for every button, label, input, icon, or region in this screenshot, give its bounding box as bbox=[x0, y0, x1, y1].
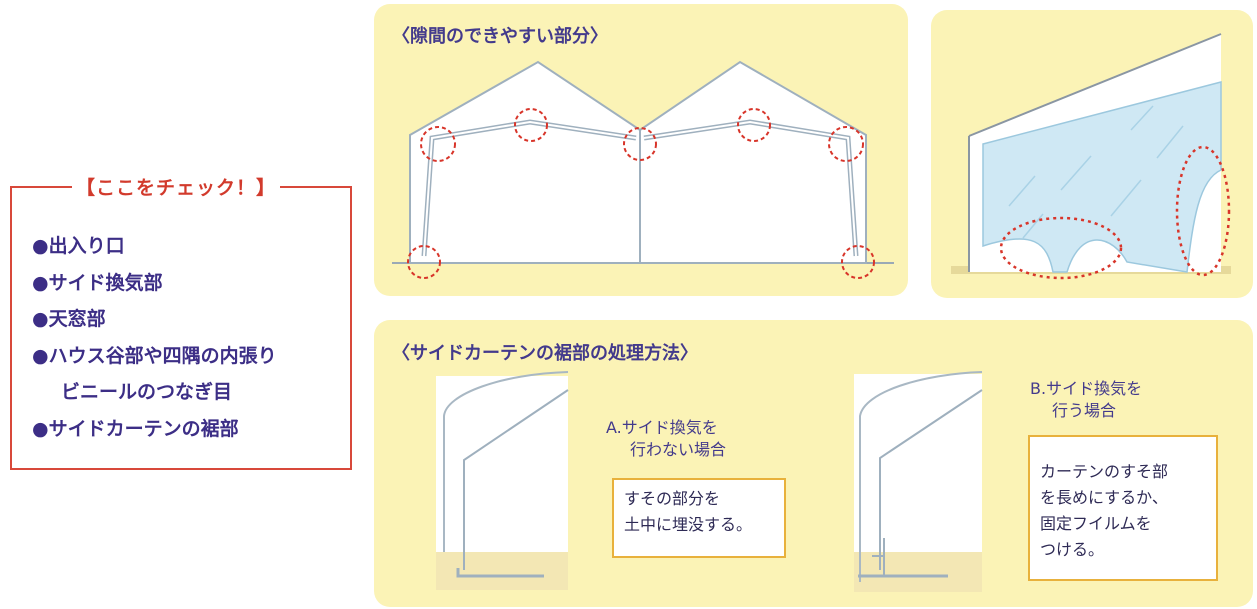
checklist: ●出入り口 ●サイド換気部 ●天窓部 ●ハウス谷部や四隅の内張り ビニールのつな… bbox=[32, 228, 277, 447]
checklist-item-skylight: ●天窓部 bbox=[32, 308, 106, 330]
checklist-item-entrance: ●出入り口 bbox=[32, 235, 125, 257]
checklist-item-valley-corners-cont: ビニールのつなぎ目 bbox=[61, 381, 233, 403]
gap-marker-valley bbox=[623, 127, 657, 161]
checklist-item-side-vent: ●サイド換気部 bbox=[32, 271, 163, 294]
case-b-note-line4: つける。 bbox=[1040, 540, 1105, 559]
case-b-note-line1: カーテンのすそ部 bbox=[1040, 462, 1169, 481]
case-b-label: B.サイド換気を 行う場合 bbox=[1030, 378, 1142, 422]
gap-marker-curtain-hem bbox=[999, 216, 1123, 280]
case-b-label-line1: B.サイド換気を bbox=[1030, 379, 1143, 398]
case-a-note: すその部分を 土中に埋没する。 bbox=[612, 478, 786, 558]
hem-panel-title: 〈サイドカーテンの裾部の処理方法〉 bbox=[392, 343, 698, 364]
case-a-note-line2: 土中に埋没する。 bbox=[624, 515, 753, 534]
greenhouse-diagram bbox=[392, 60, 894, 279]
gap-marker-right-ridge bbox=[737, 108, 771, 142]
case-b-note-line2: を長めにするか、 bbox=[1040, 488, 1168, 507]
hem-diagram-b bbox=[854, 371, 983, 592]
gap-marker-left-eave bbox=[420, 126, 456, 162]
gap-marker-left-ridge bbox=[514, 108, 548, 142]
gap-marker-right-eave bbox=[828, 126, 864, 162]
case-b-note: カーテンのすそ部 を長めにするか、 固定フイルムを つける。 bbox=[1028, 435, 1218, 581]
checklist-item-valley-corners: ●ハウス谷部や四隅の内張り bbox=[32, 344, 277, 367]
gap-marker-left-foot bbox=[407, 245, 441, 279]
gap-panel-title: 〈隙間のできやすい部分〉 bbox=[392, 26, 608, 47]
case-b-label-line2: 行う場合 bbox=[1052, 401, 1117, 420]
checklist-title: 【ここをチェック！】 bbox=[72, 173, 281, 200]
case-a-label: A.サイド換気を 行わない場合 bbox=[606, 417, 726, 461]
gap-marker-curtain-edge bbox=[1175, 145, 1231, 277]
checklist-item-side-curtain-hem: ●サイドカーテンの裾部 bbox=[32, 417, 239, 440]
hem-diagram-a bbox=[436, 371, 569, 590]
case-a-label-line2: 行わない場合 bbox=[630, 440, 727, 459]
greenhouse-outline bbox=[409, 60, 867, 264]
gap-marker-right-foot bbox=[841, 245, 875, 279]
case-a-label-line1: A.サイド換気を bbox=[606, 418, 718, 437]
side-curtain-diagram bbox=[951, 33, 1231, 280]
curtain-film bbox=[982, 81, 1222, 273]
case-a-note-line1: すその部分を bbox=[624, 489, 721, 508]
case-b-note-line3: 固定フイルムを bbox=[1040, 514, 1152, 533]
